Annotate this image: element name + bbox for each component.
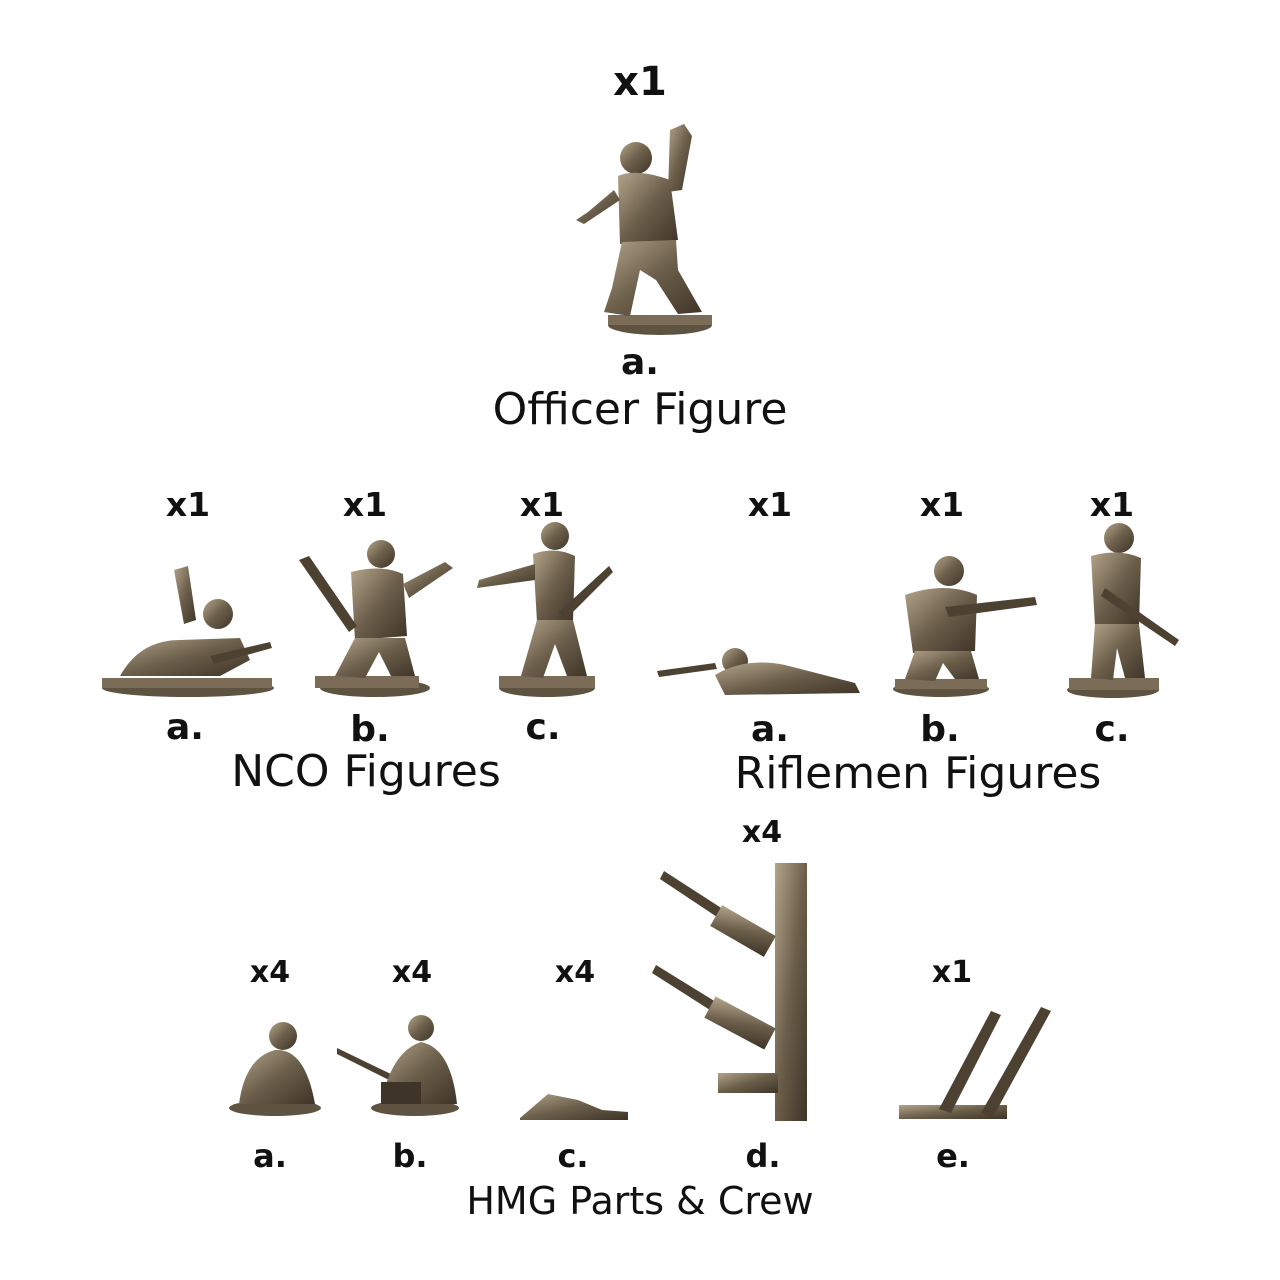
ammo-pile-part-icon [518, 1090, 630, 1120]
hmg-c-letter: c. [557, 1137, 589, 1175]
machine-gun-sprue-icon [650, 855, 815, 1125]
kneeling-nco-figure-icon [295, 540, 460, 700]
nco-a-qty: x1 [165, 485, 211, 524]
riflemen-b-qty: x1 [919, 485, 965, 524]
nco-b-qty: x1 [342, 485, 388, 524]
nco-a-letter: a. [166, 707, 204, 748]
hmg-d-qty: x4 [741, 815, 783, 850]
standing-rifleman-figure-icon [1065, 520, 1185, 700]
officer-a-qty: x1 [613, 59, 667, 105]
hmg-c-qty: x4 [554, 955, 596, 990]
riflemen-c-letter: c. [1094, 709, 1130, 750]
hmg-group-title: HMG Parts & Crew [466, 1179, 814, 1223]
prone-rifleman-figure-icon [655, 635, 865, 700]
hmg-e-qty: x1 [931, 955, 973, 990]
seated-crew-figure-icon [225, 1018, 325, 1118]
hmg-a-qty: x4 [249, 955, 291, 990]
riflemen-b-letter: b. [920, 709, 960, 750]
hmg-a-letter: a. [253, 1137, 287, 1175]
hmg-e-letter: e. [936, 1137, 970, 1175]
prone-nco-figure-icon [100, 560, 275, 700]
riflemen-group-title: Riflemen Figures [734, 748, 1102, 799]
nco-group-title: NCO Figures [231, 746, 501, 797]
officer-figure-icon [560, 120, 730, 340]
nco-c-qty: x1 [519, 485, 565, 524]
hmg-d-letter: d. [745, 1137, 781, 1175]
riflemen-a-qty: x1 [747, 485, 793, 524]
officer-a-letter: a. [621, 342, 659, 383]
nco-b-letter: b. [350, 709, 390, 750]
hmg-b-letter: b. [392, 1137, 428, 1175]
officer-group-title: Officer Figure [492, 384, 788, 435]
walking-nco-figure-icon [475, 520, 615, 700]
gunner-crew-figure-icon [335, 1012, 465, 1118]
tripod-legs-part-icon [895, 1005, 1055, 1123]
hmg-b-qty: x4 [391, 955, 433, 990]
riflemen-c-qty: x1 [1089, 485, 1135, 524]
riflemen-a-letter: a. [751, 709, 789, 750]
nco-c-letter: c. [525, 707, 561, 748]
kneeling-rifleman-figure-icon [885, 555, 1040, 700]
